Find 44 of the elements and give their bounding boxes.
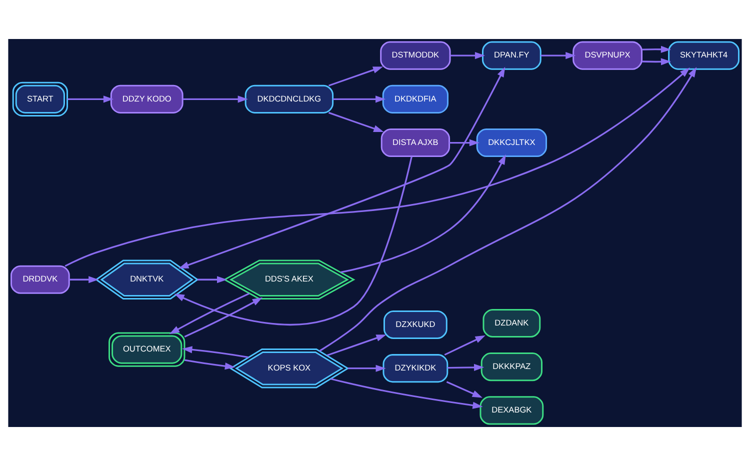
arrow	[444, 334, 486, 356]
arrow	[182, 95, 248, 102]
arrow	[184, 358, 236, 370]
arrow	[67, 95, 114, 102]
node-box: DZYKIKDK	[382, 354, 448, 382]
arrow	[328, 66, 384, 86]
arrow	[184, 296, 263, 337]
arrow	[642, 45, 672, 52]
arrow	[178, 66, 506, 268]
node-box: DPAN.FY	[482, 40, 542, 70]
node-box: START	[12, 81, 68, 116]
node-box: DSTMODDK	[380, 40, 451, 70]
arrow	[446, 380, 482, 398]
arrow	[449, 138, 480, 146]
node-box: DKKCJLTKX	[476, 128, 548, 157]
node-box: DEXABGK	[480, 396, 544, 424]
arrow	[332, 95, 386, 102]
arrow	[174, 156, 412, 325]
node-box: DSVPNUPX	[572, 40, 643, 70]
arrow	[169, 292, 250, 334]
node-box: DRDDVK	[10, 264, 70, 294]
node-box: DISTA AJXB	[380, 128, 450, 157]
arrow	[319, 66, 697, 352]
node-box: DZDANK	[482, 308, 541, 338]
arrow	[330, 378, 483, 408]
arrow	[340, 154, 506, 273]
arrow	[326, 334, 386, 356]
node-box: DZXKUKD	[383, 310, 448, 339]
arrow	[197, 276, 228, 283]
node-box: SKYTAHKT4	[668, 40, 740, 70]
arrow	[69, 276, 99, 283]
arrow	[182, 346, 249, 358]
arrow	[64, 67, 690, 266]
node-box: DKDCDNCLDKG	[244, 84, 334, 113]
arrow	[348, 364, 386, 372]
arrow	[447, 363, 484, 370]
arrow	[450, 52, 486, 59]
arrow	[540, 52, 576, 59]
arrow	[642, 58, 672, 65]
node-box: DKKKPAZ	[480, 352, 543, 381]
node-box: DDZY KODO	[110, 84, 184, 113]
arrow	[328, 111, 384, 132]
node-box: DKDKDFIA	[382, 84, 449, 113]
node-box: OUTCOMEX	[108, 332, 186, 366]
